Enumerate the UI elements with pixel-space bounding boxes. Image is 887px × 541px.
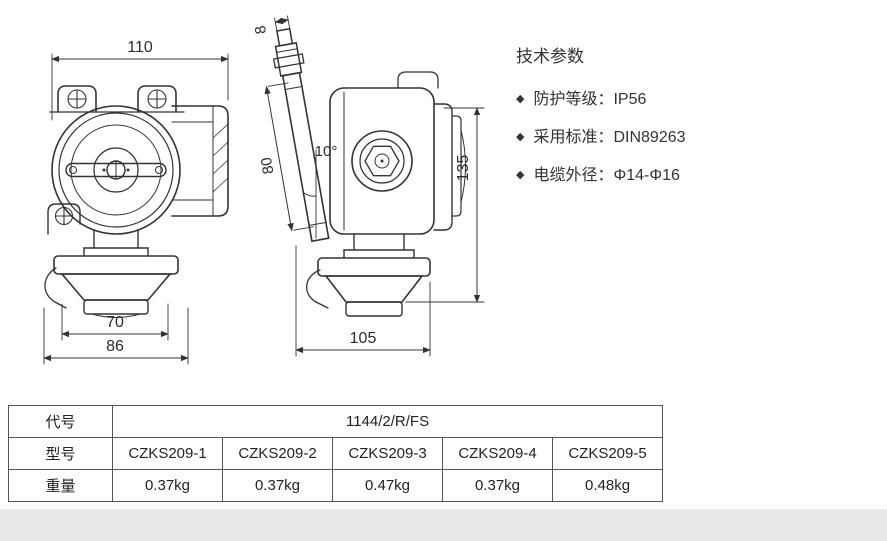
mounting-tabs (49, 85, 185, 113)
dim-gland-length: 80 (258, 82, 314, 232)
side-view: 80 8 10° (252, 15, 485, 357)
spec-model-cell: CZKS209-5 (551, 437, 664, 470)
tilted-assembly: 80 8 (252, 15, 330, 243)
dim-outer-width: 86 (43, 307, 189, 365)
dim-gland-tip: 8 (252, 15, 291, 35)
screw-icon (67, 89, 87, 109)
tech-param-item: ◆ 采用标准：DIN89263 (516, 126, 686, 149)
spec-code-value: 1144/2/R/FS (111, 405, 664, 438)
tech-param-item: ◆ 电缆外径：Φ14-Φ16 (516, 164, 686, 187)
spec-model-cell: CZKS209-2 (222, 437, 333, 470)
hex-boss (351, 130, 413, 192)
dim-gland-tip-label: 8 (252, 24, 270, 35)
dim-gland-length-label: 80 (258, 156, 278, 175)
socket-bell-front (44, 229, 179, 318)
tech-params-title: 技术参数 (516, 47, 584, 66)
dim-side-width: 105 (295, 245, 431, 357)
spec-weight-cell: 0.37kg (112, 469, 223, 502)
dim-inner-width-label: 70 (106, 314, 124, 331)
spec-weight-cell: 0.37kg (442, 469, 553, 502)
dim-height: 135 (405, 107, 485, 303)
screw-icon (147, 89, 167, 109)
spring-clip (306, 269, 329, 309)
switch-body (51, 105, 181, 235)
diamond-bullet-icon: ◆ (516, 169, 525, 181)
dim-top-width: 110 (51, 39, 229, 121)
lid-hinge (397, 71, 439, 89)
spec-weight-cell: 0.47kg (332, 469, 443, 502)
diamond-bullet-icon: ◆ (516, 93, 525, 105)
tech-params: 技术参数 ◆ 防护等级：IP56 ◆ 采用标准：DIN89263 ◆ 电缆外径：Φ14… (516, 46, 686, 202)
angle-annotation: 10° (303, 143, 338, 239)
junction-box (171, 105, 229, 217)
spec-weight-label: 重量 (8, 469, 113, 502)
spec-weight-cell: 0.37kg (222, 469, 333, 502)
spec-code-label: 代号 (8, 405, 113, 438)
dim-height-label: 135 (455, 155, 472, 182)
tech-params-list: ◆ 防护等级：IP56 ◆ 采用标准：DIN89263 ◆ 电缆外径：Φ14-Φ16 (516, 88, 686, 187)
spec-model-cell: CZKS209-3 (332, 437, 443, 470)
spec-table: 代号 1144/2/R/FS 型号 CZKS209-1 CZKS209-2 CZ… (8, 405, 664, 502)
table-row-model: 型号 CZKS209-1 CZKS209-2 CZKS209-3 CZKS209… (8, 437, 664, 470)
lower-screw-tab (47, 203, 81, 235)
technical-drawing: 110 70 86 (43, 15, 485, 365)
spec-weight-cell: 0.48kg (551, 469, 664, 502)
tech-param-text: 电缆外径：Φ14-Φ16 (533, 167, 680, 184)
dim-top-width-label: 110 (127, 39, 153, 56)
hatch-lines (212, 123, 229, 193)
switch-knob (65, 160, 167, 180)
tech-param-text: 防护等级：IP56 (533, 91, 647, 108)
front-view: 110 70 86 (43, 39, 229, 365)
screw-icon (54, 206, 74, 226)
tech-param-item: ◆ 防护等级：IP56 (516, 88, 686, 111)
spec-model-cell: CZKS209-4 (442, 437, 553, 470)
dim-tilt-angle-label: 10° (315, 143, 338, 160)
housing-side (329, 71, 439, 235)
spec-model-label: 型号 (8, 437, 113, 470)
diamond-bullet-icon: ◆ (516, 131, 525, 143)
cable-gland (272, 27, 305, 77)
footer-strip (0, 509, 887, 541)
spring-clip (44, 267, 67, 309)
spec-model-cell: CZKS209-1 (112, 437, 223, 470)
rear-cap (433, 103, 466, 231)
tech-param-text: 采用标准：DIN89263 (533, 129, 686, 146)
dim-outer-width-label: 86 (106, 338, 124, 355)
table-row-weight: 重量 0.37kg 0.37kg 0.47kg 0.37kg 0.48kg (8, 469, 664, 502)
table-row-code: 代号 1144/2/R/FS (8, 405, 664, 438)
dim-inner-width: 70 (61, 303, 169, 341)
socket-bell-side (306, 233, 431, 317)
dim-side-width-label: 105 (350, 330, 377, 347)
